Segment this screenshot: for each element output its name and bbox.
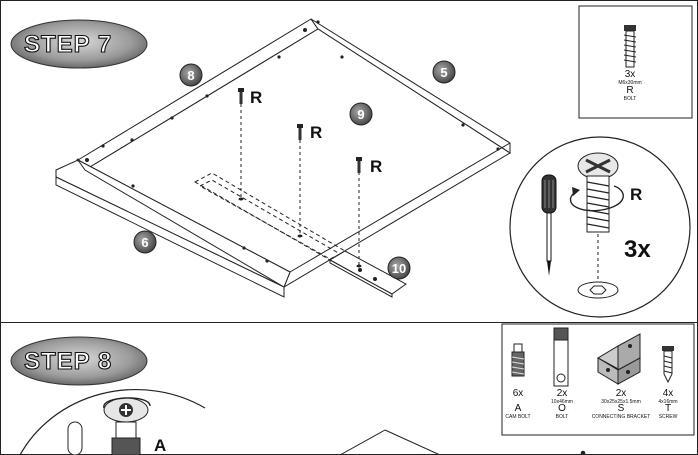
svg-text:CAM BOLT: CAM BOLT: [505, 414, 530, 420]
frame-holes: [76, 20, 500, 263]
step7-hardware-box: 3x M6x30mm R BOLT: [578, 5, 693, 119]
svg-text:R: R: [626, 85, 633, 96]
svg-text:9: 9: [357, 107, 364, 122]
beam-end: [328, 250, 407, 298]
svg-text:6: 6: [141, 235, 148, 250]
bolt-guides: [240, 104, 360, 265]
svg-text:2x: 2x: [616, 388, 627, 399]
svg-text:T: T: [665, 403, 671, 414]
large-bolt-icon: [577, 152, 619, 282]
svg-text:5: 5: [440, 65, 447, 80]
dowel-icon: [67, 421, 83, 455]
bolt-detail-callout: R 3x: [509, 136, 691, 318]
svg-text:R: R: [630, 185, 642, 204]
step8-title: STEP 8: [24, 348, 112, 375]
bolt-R-icon: [623, 25, 637, 68]
step8-hardware-box: 6x A CAM BOLT 2x 10x46mm O BOLT 2x 30x25…: [501, 323, 695, 436]
svg-text:A: A: [154, 436, 166, 455]
svg-text:4x16mm: 4x16mm: [658, 399, 677, 405]
connecting-bracket-icon: [596, 333, 642, 385]
svg-text:A: A: [515, 403, 522, 414]
svg-text:6x: 6x: [513, 388, 524, 399]
svg-text:4x: 4x: [663, 388, 674, 399]
svg-text:O: O: [558, 403, 566, 414]
panel-number-6: 6: [133, 230, 157, 254]
bolt-icon: [553, 327, 569, 387]
screwdriver-icon: [541, 174, 557, 276]
cam-bolt-icon: [511, 343, 525, 377]
rotate-arrow-icon: [569, 185, 624, 212]
step-divider: [0, 322, 698, 323]
panel-number-9: 9: [349, 102, 373, 126]
svg-text:8: 8: [187, 68, 194, 83]
bolt-R-3: R: [356, 157, 382, 176]
screw-icon: [662, 346, 674, 384]
svg-text:R: R: [250, 88, 262, 107]
svg-text:M6x30mm: M6x30mm: [618, 80, 641, 86]
svg-text:R: R: [310, 123, 322, 142]
svg-text:S: S: [618, 403, 625, 414]
frame-edges: [289, 142, 511, 273]
step7-badge: STEP 7: [10, 19, 148, 69]
bolt-holes: [238, 197, 362, 268]
panel-number-8: 8: [179, 63, 203, 87]
frame-assembly: [55, 18, 511, 298]
nut-seat-icon: [577, 281, 619, 299]
svg-text:SCREW: SCREW: [659, 414, 678, 420]
svg-text:BOLT: BOLT: [624, 96, 637, 102]
panel-number-10: 10: [387, 256, 411, 280]
step7-title: STEP 7: [24, 31, 112, 58]
svg-text:BOLT: BOLT: [556, 414, 569, 420]
svg-text:3x: 3x: [624, 236, 651, 263]
svg-text:30x25x25x1.5mm: 30x25x25x1.5mm: [601, 399, 640, 405]
step8-badge: STEP 8: [10, 336, 148, 386]
svg-text:10x46mm: 10x46mm: [551, 399, 573, 405]
svg-text:3x: 3x: [625, 69, 636, 80]
panel-number-5: 5: [432, 60, 456, 84]
bolt-R-2: R: [297, 123, 322, 142]
bolt-R-1: R: [238, 88, 262, 107]
step8-panel-edge: [339, 429, 586, 455]
svg-text:10: 10: [392, 261, 406, 276]
cam-detail-callout: A: [19, 388, 206, 455]
svg-text:CONNECTING BRACKET: CONNECTING BRACKET: [592, 414, 651, 420]
cam-lock-icon: [103, 397, 151, 455]
svg-text:R: R: [370, 157, 382, 176]
svg-text:2x: 2x: [557, 388, 568, 399]
